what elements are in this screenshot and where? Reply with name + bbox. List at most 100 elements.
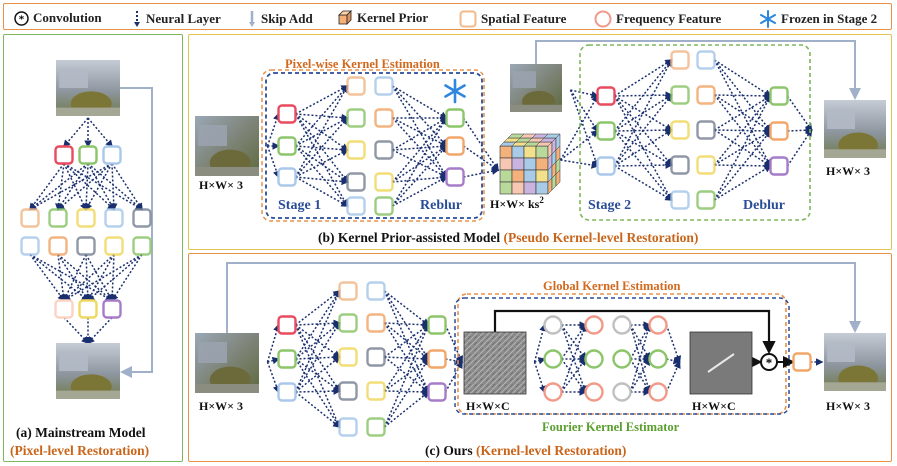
- neural-layer-edge: [391, 144, 448, 207]
- neural-layer-edge: [391, 85, 448, 148]
- dotted-arrow-icon: [134, 11, 140, 27]
- neural-layer-edge: [295, 149, 349, 178]
- panel-c-skip-add: [226, 262, 861, 333]
- neural-layer-edge: [295, 145, 349, 154]
- convolution-icon: [760, 353, 778, 371]
- ground-shape: [56, 107, 120, 116]
- building-shape: [59, 68, 88, 88]
- neural-layer-edge: [384, 354, 430, 363]
- neural-layer-edge: [463, 145, 500, 171]
- stage2-box: [579, 44, 811, 221]
- panel-b-input-image: [195, 116, 259, 176]
- neural-layer-edge: [787, 126, 813, 134]
- neural-layer-edge: [714, 130, 772, 166]
- stage2-feature-node: [670, 155, 690, 175]
- panel-b-stage2-input-image: [510, 64, 562, 113]
- panel-a-layer4-node: [102, 299, 122, 319]
- neural-layer-edge: [295, 290, 341, 326]
- cube-cell: [535, 157, 549, 171]
- stage1-feature-node: [346, 172, 366, 192]
- neural-layer-edge: [57, 163, 89, 211]
- stage1-feature-node: [346, 140, 366, 160]
- frequency-feature-node: [584, 315, 604, 335]
- cube-cell: [535, 169, 549, 183]
- panel-b-output-image: [824, 100, 886, 159]
- panel-b: [188, 34, 892, 250]
- c-input-node: [277, 382, 297, 402]
- neural-layer-edge: [83, 254, 92, 302]
- stage2-feature-node: [696, 120, 716, 140]
- panel-a-layer3-node: [104, 236, 124, 256]
- neural-layer-edge: [63, 117, 89, 148]
- kernel-prior-cube: [499, 133, 561, 195]
- c-output-node: [427, 315, 447, 335]
- neural-layer-edge: [392, 117, 448, 151]
- stage1-label: Stage 1: [278, 198, 322, 213]
- neural-layer-edge: [392, 85, 448, 119]
- cube-cell: [535, 181, 549, 195]
- cube-cell: [523, 181, 537, 195]
- building-shape: [198, 125, 227, 146]
- deblur-node: [769, 86, 789, 106]
- reblur-label: Reblur: [420, 198, 462, 213]
- neural-layer-edge: [295, 113, 349, 122]
- neural-layer-edge: [295, 356, 341, 393]
- neural-layer-edge: [462, 117, 499, 172]
- frequency-feature-node: [584, 349, 604, 369]
- neural-layer-edge: [714, 95, 772, 131]
- frequency-feature-node: [612, 315, 632, 335]
- stage2-feature-node: [696, 85, 716, 105]
- neural-layer-edge: [294, 84, 349, 147]
- stage1-input-node: [277, 136, 297, 156]
- pixel-kernel-box-orange: [261, 69, 485, 222]
- stage2-feature-node: [670, 120, 690, 140]
- building-shape: [827, 341, 855, 362]
- cube-side-cell: [555, 169, 561, 187]
- neural-layer-edge: [87, 162, 144, 211]
- legend-skip-add: Skip Add: [247, 10, 313, 28]
- neural-layer-edge: [559, 94, 599, 161]
- neural-layer-edge: [714, 92, 772, 100]
- neural-layer-edge: [62, 253, 143, 302]
- convolution-symbol: *: [766, 355, 773, 370]
- neural-layer-edge: [445, 357, 464, 365]
- cube-cell: [511, 169, 525, 183]
- neural-layer-edge: [295, 176, 349, 186]
- neural-layer-edge: [384, 290, 430, 326]
- neural-layer-edge: [714, 59, 772, 97]
- legend-frozen: Frozen in Stage 2: [759, 10, 877, 28]
- building-shape: [198, 342, 227, 363]
- c-feature-node: [366, 313, 386, 333]
- stage1-feature-node: [374, 76, 394, 96]
- neural-layer-edge: [29, 254, 65, 302]
- cube-cell: [499, 157, 513, 171]
- neural-layer-edge: [29, 253, 114, 302]
- frequency-circle-icon: [594, 10, 612, 28]
- frequency-feature-node: [543, 349, 563, 369]
- ground-shape: [195, 384, 259, 393]
- convolution-icon: *: [14, 10, 29, 26]
- c-feature-node: [338, 347, 358, 367]
- neural-layer-edge: [713, 94, 772, 166]
- neural-layer-edge: [786, 95, 813, 132]
- neural-layer-edge: [392, 145, 448, 183]
- neural-layer-edge: [384, 320, 430, 329]
- neural-layer-edge: [28, 162, 89, 211]
- c-feat-dims-1: H×W×C: [466, 399, 510, 413]
- cube-cell: [535, 145, 549, 159]
- cube-cell: [523, 157, 537, 171]
- frequency-feature-node: [543, 382, 563, 402]
- panel-a-layer2-node: [132, 208, 152, 228]
- neural-layer-edge: [391, 117, 448, 179]
- panel-a-layer2-node: [76, 208, 96, 228]
- neural-layer-edge: [63, 316, 90, 345]
- panel-b-skip-add: [535, 40, 861, 100]
- panel-c-input-image: [195, 333, 259, 393]
- neural-layer-edge: [391, 85, 448, 179]
- ground-shape: [195, 167, 259, 176]
- frequency-feature-node: [648, 349, 668, 369]
- stage1-input-node: [277, 167, 297, 187]
- neural-layer-edge: [267, 356, 280, 365]
- neural-layer-edge: [560, 357, 587, 393]
- kernel-streak: [707, 353, 735, 373]
